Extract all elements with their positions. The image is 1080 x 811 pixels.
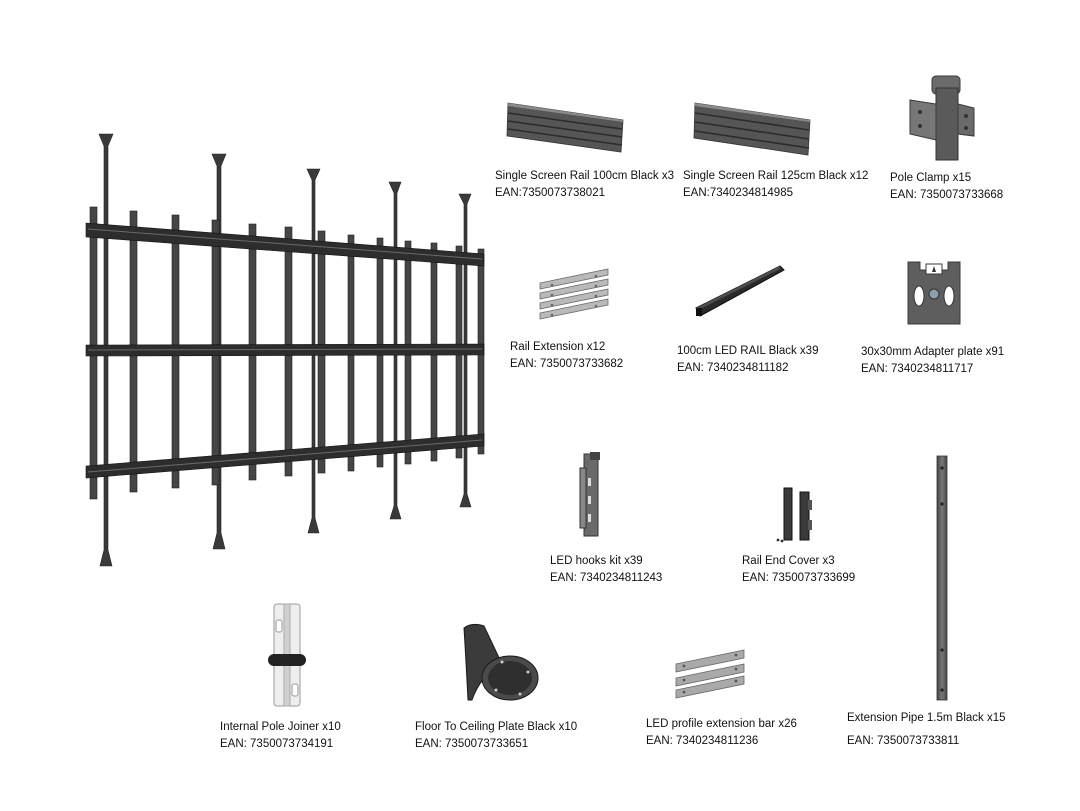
led-hooks-kit-illustration (576, 450, 606, 540)
assembled-mount-illustration (78, 128, 493, 578)
rail-end-cover-illustration (774, 484, 816, 544)
screen-rail-125-illustration (692, 100, 812, 158)
label-rail-end-cover: Rail End Cover x3 EAN: 7350073733699 (742, 553, 855, 587)
product-name: 30x30mm Adapter plate x91 (861, 346, 1005, 358)
label-pole-clamp: Pole Clamp x15 EAN: 7350073733668 (890, 170, 1003, 204)
label-floor-to-ceiling-plate: Floor To Ceiling Plate Black x10 EAN: 73… (415, 719, 577, 753)
floor-to-ceiling-plate-illustration (458, 620, 542, 706)
product-name: Floor To Ceiling Plate Black x10 (415, 721, 578, 733)
led-rail-illustration (694, 262, 786, 320)
product-ean: EAN: 7350073733811 (847, 735, 960, 747)
label-screen-rail-125: Single Screen Rail 125cm Black x12 EAN:7… (683, 168, 868, 202)
product-name: 100cm LED RAIL Black x39 (677, 345, 819, 357)
product-ean: EAN: 7350073733651 (415, 738, 529, 750)
product-name: Single Screen Rail 125cm Black x12 (683, 170, 869, 182)
label-adapter-plate: 30x30mm Adapter plate x91 EAN: 734023481… (861, 344, 1004, 378)
product-name: Extension Pipe 1.5m Black x15 (847, 712, 1006, 724)
product-ean: EAN: 7340234811243 (550, 572, 663, 584)
product-ean: EAN: 7340234811717 (861, 363, 974, 375)
product-ean: EAN: 7340234811182 (677, 362, 789, 374)
label-led-rail: 100cm LED RAIL Black x39 EAN: 7340234811… (677, 343, 818, 377)
product-ean: EAN: 7340234811236 (646, 735, 759, 747)
pole-clamp-illustration (908, 74, 978, 164)
internal-pole-joiner-illustration (262, 600, 312, 710)
product-ean: EAN: 7350073733682 (510, 358, 624, 370)
product-ean: EAN: 7350073733668 (890, 189, 1004, 201)
product-name: Rail End Cover x3 (742, 555, 835, 567)
label-led-profile-extension-bar: LED profile extension bar x26 EAN: 73402… (646, 716, 797, 750)
product-name: Pole Clamp x15 (890, 172, 972, 184)
screen-rail-100-illustration (505, 100, 625, 155)
product-ean: EAN:7340234814985 (683, 187, 793, 199)
product-ean: EAN:7350073738021 (495, 187, 605, 199)
product-name: LED profile extension bar x26 (646, 718, 797, 730)
product-name: Internal Pole Joiner x10 (220, 721, 341, 733)
adapter-plate-illustration (904, 260, 964, 328)
product-ean: EAN: 7350073733699 (742, 572, 856, 584)
label-screen-rail-100: Single Screen Rail 100cm Black x3 EAN:73… (495, 168, 674, 202)
product-name: Single Screen Rail 100cm Black x3 (495, 170, 674, 182)
led-profile-extension-bar-illustration (674, 648, 746, 700)
product-name: LED hooks kit x39 (550, 555, 643, 567)
label-rail-extension: Rail Extension x12 EAN: 7350073733682 (510, 339, 623, 373)
label-extension-pipe: Extension Pipe 1.5m Black x15 EAN: 73500… (847, 710, 1006, 750)
extension-pipe-illustration (934, 454, 950, 702)
rail-extension-illustration (538, 265, 612, 321)
product-name: Rail Extension x12 (510, 341, 606, 353)
product-ean: EAN: 7350073734191 (220, 738, 334, 750)
label-led-hooks-kit: LED hooks kit x39 EAN: 7340234811243 (550, 553, 662, 587)
label-internal-pole-joiner: Internal Pole Joiner x10 EAN: 7350073734… (220, 719, 341, 753)
